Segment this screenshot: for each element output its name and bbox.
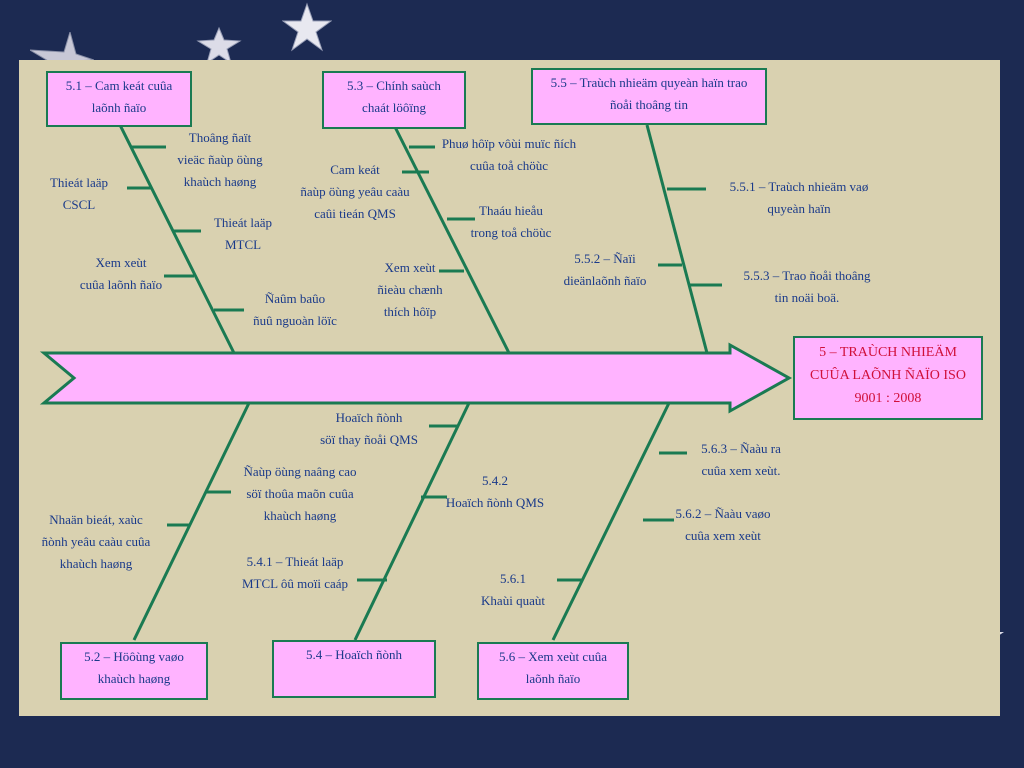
bone-5-6 bbox=[551, 402, 671, 641]
bone-5-2 bbox=[132, 402, 251, 641]
cause-label: 5.6.3 – Ñaàu ra cuûa xem xeùt. bbox=[701, 441, 781, 478]
cause-label: Nhaän bieát, xaùc ñònh yeâu caàu cuûa kh… bbox=[41, 512, 151, 571]
bone-5-5 bbox=[645, 124, 709, 354]
branch-box-5-6: 5.6 – Xem xeùt cuûa laõnh ñaïo bbox=[477, 642, 629, 700]
head-label: 5 – TRAÙCH NHIEÄM CUÛA LAÕNH ÑAÏO ISO 90… bbox=[810, 345, 966, 406]
head-box: 5 – TRAÙCH NHIEÄM CUÛA LAÕNH ÑAÏO ISO 90… bbox=[793, 336, 983, 420]
cause-label: Hoaïch ñònh söï thay ñoåi QMS bbox=[320, 410, 418, 447]
cause-label: 5.5.1 – Traùch nhieäm vaø quyeàn haïn bbox=[729, 179, 869, 216]
branch-box-5-3: 5.3 – Chính saùch chaát löôïng bbox=[322, 71, 466, 129]
bone-5-1 bbox=[117, 122, 236, 354]
star-icon bbox=[282, 2, 332, 52]
branch-label: 5.1 – Cam keát cuûa laõnh ñaïo bbox=[65, 78, 173, 115]
cause-label: Ñaûm baûo ñuû nguoàn löïc bbox=[253, 291, 337, 328]
cause-label: 5.4.1 – Thieát laäp MTCL ôû moïi caáp bbox=[241, 554, 349, 591]
branch-label: 5.3 – Chính saùch chaát löôïng bbox=[347, 78, 441, 115]
cause-label: Xem xeùt ñieàu chænh thích hôïp bbox=[377, 260, 443, 319]
cause-label: Thieát laäp MTCL bbox=[213, 215, 273, 252]
cause-label: 5.6.2 – Ñaàu vaøo cuûa xem xeùt bbox=[675, 506, 771, 543]
fishbone-diagram bbox=[39, 122, 793, 641]
cause-label: Thaáu hieåu trong toå chöùc bbox=[470, 203, 552, 240]
cause-label: 5.4.2 Hoaïch ñònh QMS bbox=[445, 473, 545, 510]
branch-label: 5.5 – Traùch nhieäm quyeàn haïn trao ñoå… bbox=[550, 75, 748, 112]
spine-arrow bbox=[39, 342, 793, 414]
cause-label: Ñaùp öùng naâng cao söï thoûa maõn cuûa … bbox=[243, 464, 357, 523]
bone-5-4 bbox=[353, 402, 471, 641]
branch-label: 5.2 – Höôùng vaøo khaùch haøng bbox=[84, 649, 184, 686]
cause-label: Thieát laäp CSCL bbox=[49, 175, 109, 212]
branch-box-5-4: 5.4 – Hoaïch ñònh bbox=[272, 640, 436, 698]
cause-label: Xem xeùt cuûa laõnh ñaïo bbox=[79, 255, 163, 292]
branch-label: 5.6 – Xem xeùt cuûa laõnh ñaïo bbox=[499, 649, 607, 686]
cause-label: Phuø hôïp vôùi muïc ñích cuûa toå chöùc bbox=[441, 136, 577, 173]
cause-label: 5.5.3 – Trao ñoåi thoâng tin noäi boä. bbox=[743, 268, 871, 305]
branch-label: 5.4 – Hoaïch ñònh bbox=[305, 647, 403, 662]
branch-box-5-5: 5.5 – Traùch nhieäm quyeàn haïn trao ñoå… bbox=[531, 68, 767, 125]
diagram-panel: 5 – TRAÙCH NHIEÄM CUÛA LAÕNH ÑAÏO ISO 90… bbox=[19, 60, 1000, 716]
branch-box-5-1: 5.1 – Cam keát cuûa laõnh ñaïo bbox=[46, 71, 192, 127]
cause-label: 5.5.2 – Ñaïi dieänlaõnh ñaïo bbox=[563, 251, 647, 288]
branch-box-5-2: 5.2 – Höôùng vaøo khaùch haøng bbox=[60, 642, 208, 700]
bone-5-3 bbox=[393, 126, 511, 354]
star-icon bbox=[30, 32, 94, 62]
cause-label: Thoâng ñaït vieäc ñaùp öùng khaùch haøng bbox=[177, 130, 263, 189]
cause-label: Cam keát ñaùp öùng yeâu caàu caûi tieán … bbox=[300, 162, 410, 221]
star-icon bbox=[196, 26, 242, 64]
cause-label: 5.6.1 Khaùi quaùt bbox=[481, 571, 545, 608]
